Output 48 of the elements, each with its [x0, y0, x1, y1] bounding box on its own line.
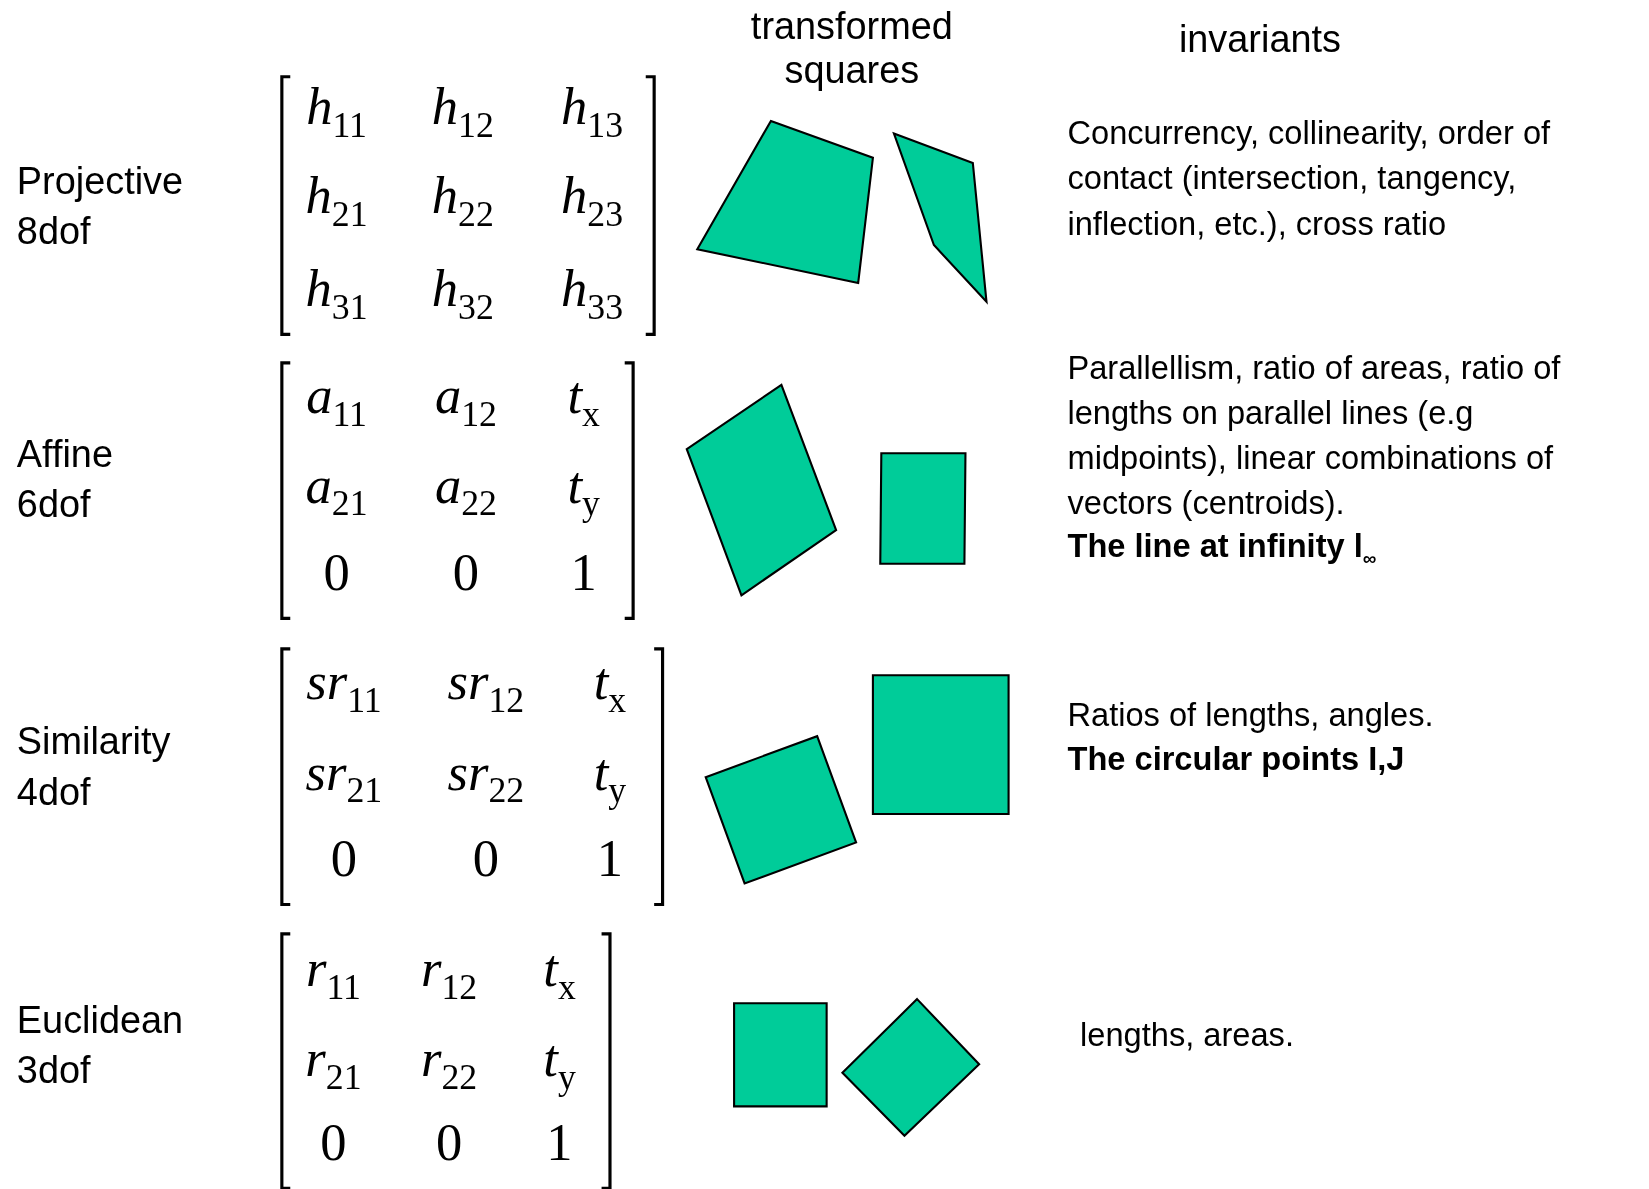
row-heading: Euclidean 3dof	[16, 997, 185, 1094]
invariant-text: Parallellism, ratio of areas, ratio of lengths on parallel lines (e.g midpoints), linear combinations of vectors (centroids).	[1067, 348, 1562, 524]
matrix-entry: a$_{21}$	[304, 454, 369, 525]
column-heading: transformed squares	[749, 4, 954, 93]
matrix-entry: 1	[545, 1111, 574, 1174]
matrix-entry: sr$_{12}$	[446, 651, 526, 722]
matrix-entry: sr$_{11}$	[305, 651, 383, 722]
matrix-entry: t$_{y}$	[592, 741, 628, 812]
matrix-entry: sr$_{21}$	[304, 741, 384, 812]
row-heading: Affine 6dof	[16, 431, 114, 528]
matrix-entry: t$_{x}$	[566, 365, 601, 436]
invariant-text: lengths, areas.	[1080, 1016, 1295, 1056]
matrix-entry: 0	[322, 541, 351, 604]
matrix-entry: h$_{23}$	[560, 165, 625, 236]
matrix-entry: r$_{21}$	[304, 1027, 363, 1098]
matrix-entry: t$_{y}$	[566, 454, 601, 525]
invariant-text: The line at infinity l$_{∞}$	[1067, 526, 1378, 572]
invariant-text: The circular points I,J	[1067, 739, 1406, 780]
column-heading: invariants	[1177, 16, 1342, 61]
matrix-entry: h$_{12}$	[430, 75, 495, 147]
matrix-entry: t$_{x}$	[592, 651, 628, 722]
matrix-entry: h$_{22}$	[430, 165, 495, 236]
matrix-entry: 0	[319, 1111, 348, 1174]
matrix-entry: 0	[471, 827, 501, 890]
matrix-entry: h$_{13}$	[560, 75, 625, 147]
row-heading: Similarity 4dof	[16, 718, 172, 815]
matrix-entry: r$_{12}$	[419, 938, 479, 1009]
matrix-entry: sr$_{22}$	[446, 741, 526, 812]
matrix-entry: h$_{21}$	[304, 165, 369, 236]
matrix-entry: 1	[595, 827, 625, 890]
matrix-entry: a$_{22}$	[433, 454, 498, 525]
matrix-entry: 0	[329, 827, 359, 890]
matrix-entry: h$_{11}$	[305, 75, 368, 147]
matrix-entry: 1	[569, 541, 598, 604]
matrix-entry: h$_{31}$	[304, 257, 369, 329]
matrix-entry: 0	[434, 1111, 464, 1174]
invariant-text: Ratios of lengths, angles.	[1067, 695, 1435, 736]
matrix-entry: t$_{y}$	[542, 1027, 577, 1099]
matrix-entry: h$_{33}$	[560, 257, 625, 329]
invariant-text: Concurrency, collinearity, order of contact (intersection, tangency, inflection, etc.), cross ratio	[1067, 113, 1552, 244]
row-heading: Projective 8dof	[16, 157, 185, 255]
matrix-entry: r$_{11}$	[304, 938, 362, 1009]
matrix-entry: h$_{32}$	[430, 257, 495, 329]
matrix-entry: 0	[451, 541, 481, 604]
matrix-entry: r$_{22}$	[419, 1027, 479, 1098]
matrix-entry: a$_{11}$	[305, 365, 368, 436]
matrix-entry: t$_{x}$	[542, 938, 577, 1009]
matrix-entry: a$_{12}$	[433, 365, 498, 436]
